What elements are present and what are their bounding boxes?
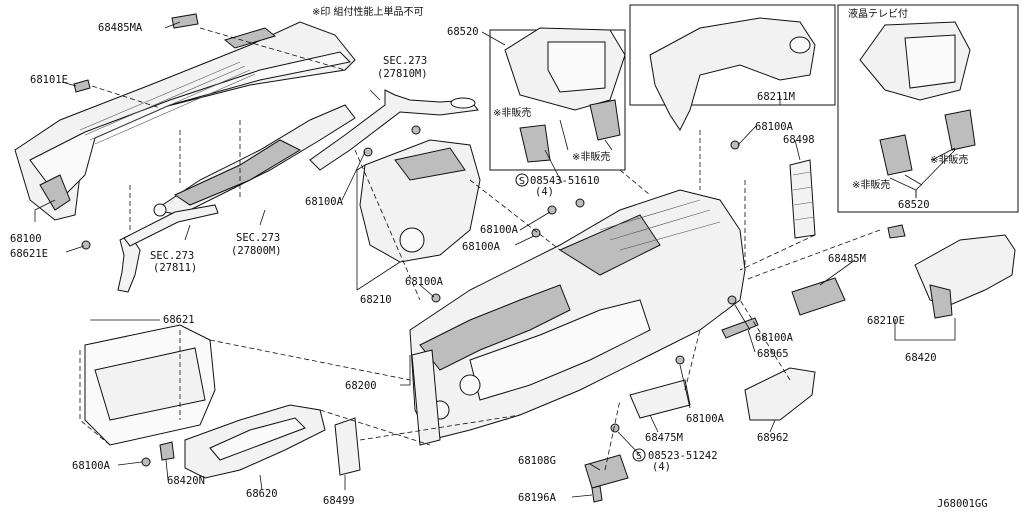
circle-s-08543 [515, 173, 529, 187]
lcd-center-bezel [859, 21, 976, 176]
instrument-top-panel [14, 21, 356, 221]
side-panel-68962 [744, 367, 816, 421]
circle-s-08523 [632, 448, 646, 462]
label-68108G: 68108G [518, 455, 556, 467]
label-68621: 68621 [163, 314, 195, 326]
label-68100A-r1: 68100A [755, 332, 794, 344]
label-sec273-a-code: (27810M) [377, 68, 428, 80]
glove-box-68621 [84, 324, 216, 446]
label-68211M: 68211M [757, 91, 795, 103]
label-68485MA: 68485MA [98, 22, 143, 34]
label-68499: 68499 [323, 495, 355, 507]
label-68100A-mid3: 68100A [405, 276, 444, 288]
label-sec273-c: SEC.273 [236, 232, 280, 244]
switch-68485M [791, 277, 846, 316]
label-68100A-top: 68100A [755, 121, 794, 133]
panel-68499 [334, 417, 361, 476]
tray-68475M [629, 379, 691, 419]
label-hibaihin-4: ※非販売 [852, 178, 890, 191]
label-68210E: 68210E [867, 315, 905, 327]
label-68420: 68420 [905, 352, 937, 364]
cluster-lid-68420 [914, 234, 1016, 319]
label-08523: 08523-51242 [648, 450, 718, 462]
part-68101E [73, 79, 91, 93]
label-68200: 68200 [345, 380, 377, 392]
assembly-lines [79, 27, 881, 471]
side-duct-27811-upper [123, 204, 219, 247]
label-hibaihin-2: ※非販売 [572, 150, 610, 163]
label-08543: 08543-51610 [530, 175, 600, 187]
label-68420N: 68420N [167, 475, 205, 487]
screws [81, 125, 740, 467]
label-hibaihin-3: ※非販売 [930, 153, 968, 166]
bracket-68108G [584, 454, 629, 489]
circle-s-08523-glyph: S [636, 451, 642, 462]
duct-27810M [309, 89, 479, 171]
clip-68420N [159, 441, 175, 461]
label-68965: 68965 [757, 348, 789, 360]
label-08543-qty: (4) [535, 186, 554, 198]
clip-68210E [887, 224, 906, 239]
label-68100A-mid2: 68100A [462, 241, 501, 253]
main-frame-68200 [409, 189, 746, 446]
circle-s-08543-glyph: S [519, 176, 525, 187]
center-bezel-68520 [504, 27, 626, 163]
label-68485M: 68485M [828, 253, 866, 265]
label-68520-lcd: 68520 [898, 199, 930, 211]
leader-lines [34, 21, 956, 498]
label-hibaihin-1: ※非販売 [493, 106, 531, 119]
label-68100A-mid1: 68100A [480, 224, 519, 236]
box-lcd-tv [837, 4, 1019, 213]
label-68621E: 68621E [10, 248, 48, 260]
label-68196A: 68196A [518, 492, 557, 504]
label-sec273-a: SEC.273 [383, 55, 427, 67]
strip-68965 [721, 317, 759, 339]
box-68211M [629, 4, 836, 106]
bracket-68498 [789, 159, 816, 239]
label-68100A-low: 68100A [72, 460, 111, 472]
label-68101E: 68101E [30, 74, 68, 86]
lcd-box-title: 液晶テレビ付 [848, 7, 908, 20]
label-68498: 68498 [783, 134, 815, 146]
label-sec273-b-code: (27811) [153, 262, 197, 274]
label-68620: 68620 [246, 488, 278, 500]
label-68100A-left: 68100A [305, 196, 344, 208]
label-sec273-c-code: (27800M) [231, 245, 282, 257]
label-68475M: 68475M [645, 432, 683, 444]
label-sec273-b: SEC.273 [150, 250, 194, 262]
label-68962: 68962 [757, 432, 789, 444]
cluster-hood-68211M [649, 17, 816, 131]
note-text: ※印 組付性能上単品不可 [312, 5, 424, 18]
lower-panel-68620 [184, 404, 326, 479]
label-68100A-r2: 68100A [686, 413, 725, 425]
label-68100: 68100 [10, 233, 42, 245]
label-68520-main: 68520 [447, 26, 479, 38]
label-08523-qty: (4) [652, 461, 671, 473]
label-68210: 68210 [360, 294, 392, 306]
part-68485MA [171, 13, 199, 29]
screw-68196A [591, 485, 603, 503]
diagram-code: J68001GG [937, 498, 988, 510]
duct-assembly [153, 104, 356, 217]
